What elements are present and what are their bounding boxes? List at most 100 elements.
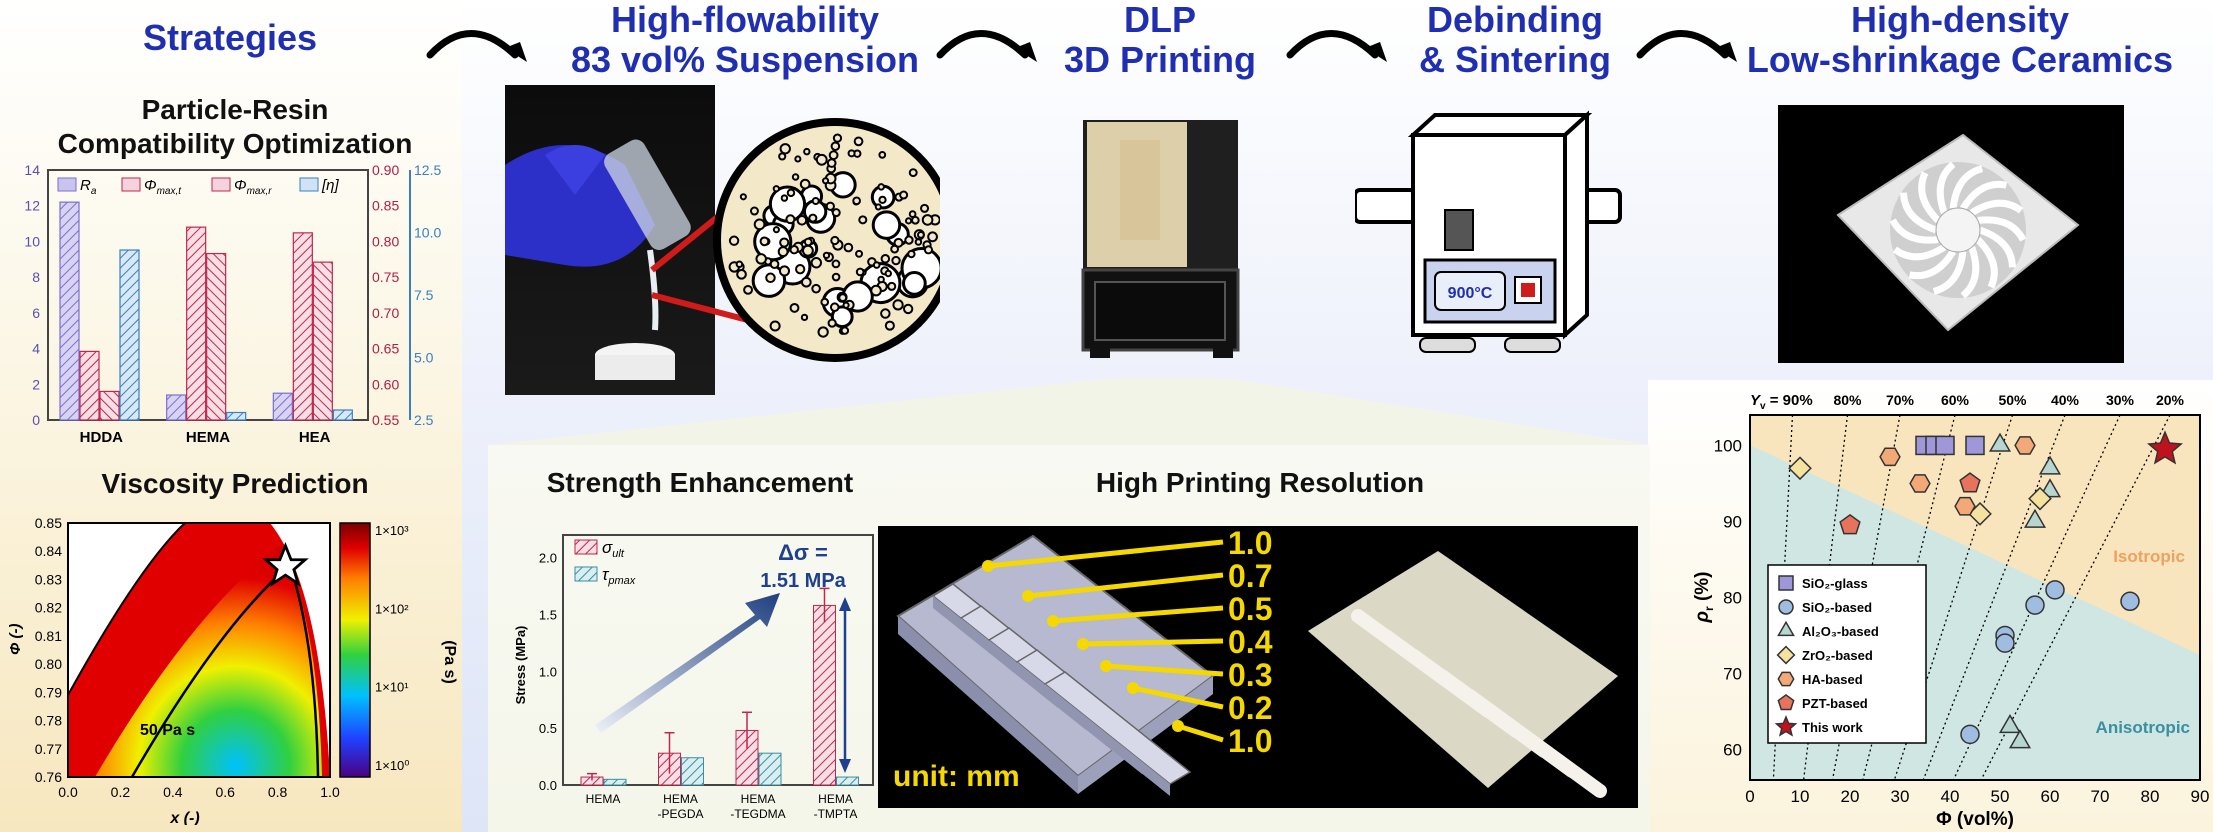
resolution-drawing: 1.00.70.50.40.30.21.0 unit: mm	[893, 525, 1618, 798]
viscosity-xlabel: x (-)	[169, 810, 199, 825]
small-particle-icon	[842, 301, 850, 309]
viscosity-x-tick: 0.6	[215, 784, 235, 800]
small-particle-icon	[832, 133, 843, 143]
small-particle-icon	[791, 173, 800, 181]
compat-legend-label-phit: Φmax,t	[144, 177, 182, 197]
small-particle-icon	[904, 217, 913, 225]
printer-projection-shape	[488, 378, 1650, 445]
ceramic-fan-photo	[1778, 105, 2124, 363]
cad-model-front-icon	[1078, 676, 1213, 794]
density-x-tick: 20	[1841, 787, 1860, 806]
viscosity-y-tick: 0.79	[35, 684, 62, 700]
strength-bar-tau	[836, 776, 859, 786]
small-particle-icon	[917, 230, 925, 239]
yv-value: 20%	[2156, 392, 2185, 408]
density-legend-label: PZT-based	[1802, 696, 1868, 711]
viscosity-boundary-left	[67, 522, 186, 696]
small-particle-icon	[908, 168, 918, 178]
gap-label: 0.5	[1228, 591, 1272, 627]
compat-category-label: HEMA	[186, 429, 230, 446]
small-particle-icon	[817, 326, 829, 338]
small-particle-icon	[891, 255, 901, 266]
cad-model-top-icon	[896, 534, 1215, 778]
density-ylabel: ρr (%)	[1692, 571, 1716, 623]
gap-arrow-line	[1177, 723, 1224, 743]
small-particle-icon	[892, 299, 904, 311]
density-legend-label: HA-based	[1802, 672, 1863, 687]
colorbar-tick: 1×10¹	[375, 680, 409, 695]
small-particle-icon	[853, 136, 864, 147]
printer-foot-right	[1213, 348, 1233, 358]
small-particle-icon	[921, 214, 934, 226]
printer-door	[1094, 281, 1226, 341]
small-particle-icon	[811, 196, 820, 205]
small-particle-icon	[858, 215, 868, 225]
strength-category-label: HEMA	[741, 792, 776, 806]
small-particle-icon	[785, 214, 796, 225]
compat-right-tick: 12.5	[414, 162, 441, 178]
arrow-1-icon	[426, 30, 519, 59]
compat-right-tick: 10.0	[414, 225, 441, 241]
small-particle-icon	[907, 249, 916, 259]
gap-label: 0.7	[1228, 558, 1272, 594]
small-particle-icon	[777, 246, 789, 258]
furnace-display	[1434, 271, 1506, 311]
stage-title-dlp-line2: 3D Printing	[1063, 39, 1256, 80]
density-x-tick: 10	[1791, 787, 1810, 806]
small-particle-icon	[880, 308, 891, 319]
compat-title-line2: Compatibility Optimization	[57, 128, 413, 159]
small-particle-icon	[899, 190, 909, 200]
small-particle-icon	[769, 259, 780, 269]
density-legend-marker	[1777, 671, 1795, 687]
density-legend-marker	[1774, 715, 1798, 737]
small-particle-icon	[880, 254, 891, 264]
glove-finger-icon	[545, 145, 605, 195]
ceramic-fan-drawing	[1836, 133, 2080, 332]
compat-bar	[226, 411, 247, 421]
compat-title-line1: Particle-Resin	[141, 94, 329, 125]
density-point	[1988, 432, 2012, 452]
density-y-tick: 70	[1723, 665, 1742, 684]
small-particle-icon	[904, 235, 914, 245]
small-particle-icon	[820, 297, 830, 307]
strength-legend-label-sigma: σult	[602, 538, 625, 560]
viscosity-plot-frame	[67, 522, 331, 778]
density-y-tick: 80	[1723, 589, 1742, 608]
furnace-button-light	[1521, 283, 1535, 297]
stage-title-suspension-line1: High-flowability	[611, 0, 879, 40]
small-particle-icon	[822, 251, 831, 260]
isotropic-label: Isotropic	[2113, 547, 2185, 566]
compat-bar	[312, 261, 333, 421]
strength-legend-swatch-sigma	[574, 539, 598, 555]
colorbar-tick: 1×10⁰	[375, 758, 410, 773]
cad-model-side-icon	[898, 616, 1078, 794]
resolution-panel-title: High Printing Resolution	[1095, 467, 1425, 498]
density-legend-marker	[1778, 575, 1794, 591]
density-point	[1935, 435, 1955, 456]
yv-value: 30%	[2106, 392, 2135, 408]
yv-isoline	[1980, 415, 2171, 780]
colorbar-tick: 1×10²	[375, 601, 409, 616]
small-particle-icon	[828, 150, 839, 161]
density-point	[2120, 591, 2140, 612]
strength-legend-label-tau: τpmax	[602, 565, 636, 587]
small-particle-icon	[887, 281, 897, 291]
furnace-tube-left	[1355, 188, 1417, 224]
density-point	[1788, 456, 1812, 481]
small-particle-icon	[838, 293, 848, 303]
small-particle-icon	[735, 260, 744, 269]
small-particle-icon	[739, 193, 747, 201]
arrow-1-head-icon	[505, 42, 527, 62]
gap-arrow-tip-icon	[1047, 615, 1059, 627]
small-particle-icon	[878, 195, 887, 204]
arrow-4-icon	[1636, 30, 1729, 59]
density-legend-marker	[1777, 694, 1795, 711]
small-particle-icon	[779, 237, 790, 248]
density-point	[1960, 724, 1980, 745]
stage-title-debinding-line2: & Sintering	[1418, 39, 1611, 80]
strength-y-tick: 1.0	[539, 664, 557, 679]
improvement-arrow-icon	[595, 593, 780, 733]
printed-part-icon	[1308, 551, 1618, 788]
